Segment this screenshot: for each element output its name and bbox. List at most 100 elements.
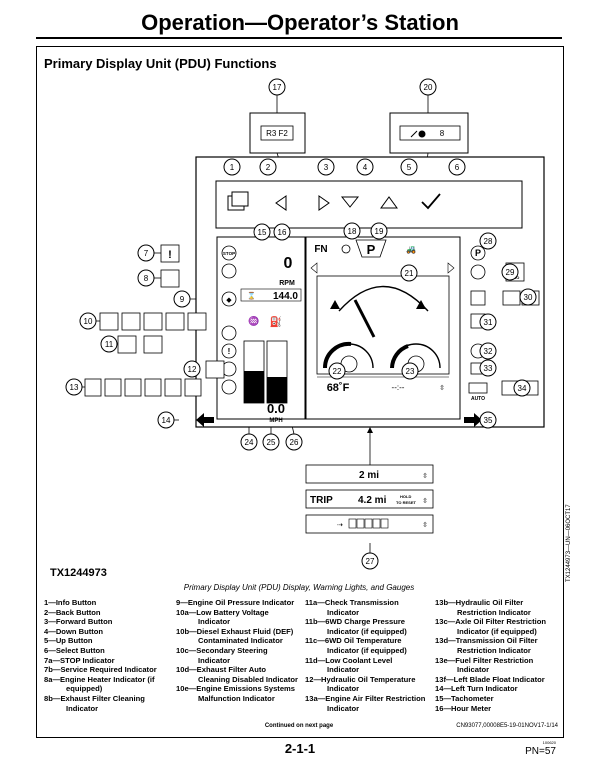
- callout-label-11: 11: [105, 340, 114, 349]
- callout-label-6: 6: [455, 163, 460, 172]
- legend-item: Indicator: [457, 665, 490, 675]
- callout-label-24: 24: [245, 438, 254, 447]
- callout-circle-35: [479, 411, 497, 429]
- rpm-label: RPM: [279, 280, 295, 287]
- callout-label-34: 34: [518, 384, 527, 393]
- callout-label-15: 15: [258, 228, 267, 237]
- trip-distance: 2 mi: [359, 470, 379, 481]
- callout-label-33: 33: [484, 364, 493, 373]
- content-frame: [36, 46, 564, 738]
- pdu-figure: R3 F2 8 STOP ◆ ! 0 RPM ⌛ 144.0 ♒ ⛽ 0.0 M…: [65, 78, 545, 570]
- callout-circle-4: [356, 158, 374, 176]
- engine-oil-glyph: ◆: [226, 297, 232, 304]
- callout-circle-25: [262, 433, 280, 451]
- callout-label-16: 16: [278, 228, 287, 237]
- segment-icon: ⇢: [337, 522, 343, 529]
- legend-item: 13c—Axle Oil Filter Restriction: [435, 617, 546, 627]
- legend-item: Cleaning Disabled Indicator: [198, 674, 299, 684]
- callout-label-14: 14: [162, 416, 171, 425]
- trip-meter-arrows: ⇳: [422, 497, 428, 505]
- trip-value: 4.2 mi: [358, 495, 387, 506]
- segment-arrows: ⇳: [422, 521, 428, 529]
- legend-item: 13d—Transmission Oil Filter: [435, 636, 538, 646]
- continued-note: Continued on next page: [264, 723, 334, 729]
- right-turn-indicator: [464, 413, 482, 427]
- legend-item: 10b—Diesel Exhaust Fluid (DEF): [176, 626, 294, 636]
- figure-id: TX1244973: [50, 567, 107, 579]
- page-number: 2-1-1: [284, 741, 316, 756]
- legend-item: 10a—Low Battery Voltage: [176, 607, 269, 617]
- callout-label-27: 27: [366, 557, 375, 566]
- callout-circle-9: [173, 290, 191, 308]
- callout-circle-19: [370, 222, 388, 240]
- callout-circle-31: [479, 313, 497, 331]
- def-level-bar: [244, 371, 264, 403]
- callout-label-31: 31: [484, 318, 493, 327]
- legend-item: Restriction Indicator: [457, 645, 531, 655]
- park-indicator: [355, 239, 387, 258]
- legend-item: 7a—STOP Indicator: [44, 655, 115, 665]
- document-reference: CN93077,00008E5-19-01NOV17-1/14: [456, 723, 558, 729]
- callout-circle-2: [259, 158, 277, 176]
- callout-circle-15: [253, 223, 271, 241]
- auto-a-icon: [341, 244, 351, 254]
- trip-distance-bar: [305, 464, 434, 484]
- callout-label-12: 12: [188, 365, 197, 374]
- legend-item: 11c—6WD Oil Temperature: [305, 636, 402, 646]
- service-required-icon: !: [168, 249, 172, 261]
- hour-meter-icon: ⌛: [247, 291, 256, 300]
- info-button-icon: [227, 191, 249, 211]
- clock-value: --:--: [392, 383, 405, 392]
- segment-boxes: [348, 518, 389, 529]
- callout-circle-21: [400, 264, 418, 282]
- trip-leader-arrow: [367, 427, 373, 433]
- callout-circle-1: [223, 158, 241, 176]
- figure-vertical-ref: TX1244973—UN—06OCT17: [566, 504, 572, 582]
- callout-label-21: 21: [405, 269, 414, 278]
- legend-item: 15—Tachometer: [435, 693, 494, 703]
- left-indicator-column: [221, 245, 237, 395]
- legend-item: 11b—6WD Charge Pressure: [305, 617, 406, 627]
- fuel-level-bar: [267, 377, 287, 403]
- auto-label: AUTO: [471, 396, 485, 402]
- callout-circle-17: [268, 78, 286, 96]
- tractor-icon: 🚜: [406, 245, 416, 254]
- callout-label-23: 23: [406, 367, 415, 376]
- trip-hold-1: HOLD: [400, 494, 411, 499]
- callout-circle-6: [448, 158, 466, 176]
- legend-item: 10e—Engine Emissions Systems: [176, 684, 296, 694]
- callout-circle-33: [479, 359, 497, 377]
- callout-label-13: 13: [70, 383, 79, 392]
- trip-label: TRIP: [310, 495, 333, 506]
- legend-item: equipped): [66, 684, 103, 694]
- section-title: Primary Display Unit (PDU) Functions: [44, 56, 277, 71]
- speed-value: 0.0: [267, 401, 285, 416]
- trip-meter-bar: [305, 489, 434, 509]
- small-code: 100620: [542, 740, 556, 745]
- odometer-box-value: 8: [440, 129, 445, 138]
- left-machine-icon: [330, 300, 340, 309]
- callout-circle-24: [240, 433, 258, 451]
- left-warning-cluster: [84, 244, 225, 397]
- right-machine-icon: [416, 300, 426, 309]
- legend-item: 2—Back Button: [44, 607, 101, 617]
- temperature-value: 68˚F: [327, 382, 350, 394]
- gear-right-arrow: [447, 262, 455, 274]
- stop-label: STOP: [223, 251, 235, 256]
- park-letter: P: [367, 242, 376, 257]
- callout-circle-27: [361, 552, 379, 570]
- legend-item: 8b—Exhaust Filter Cleaning: [44, 693, 145, 703]
- odometer-icon: [410, 130, 426, 138]
- callout-label-3: 3: [324, 163, 329, 172]
- callout-circle-16: [273, 223, 291, 241]
- legend-item: 4—Down Button: [44, 626, 104, 636]
- page-title: Operation—Operator’s Station: [141, 10, 459, 35]
- legend-item: 3—Forward Button: [44, 617, 113, 627]
- legend-item: 13f—Left Blade Float Indicator: [435, 674, 545, 684]
- central-gauge-arc: [338, 286, 429, 312]
- down-button-icon: [340, 196, 360, 208]
- speed-unit: MPH: [269, 418, 282, 424]
